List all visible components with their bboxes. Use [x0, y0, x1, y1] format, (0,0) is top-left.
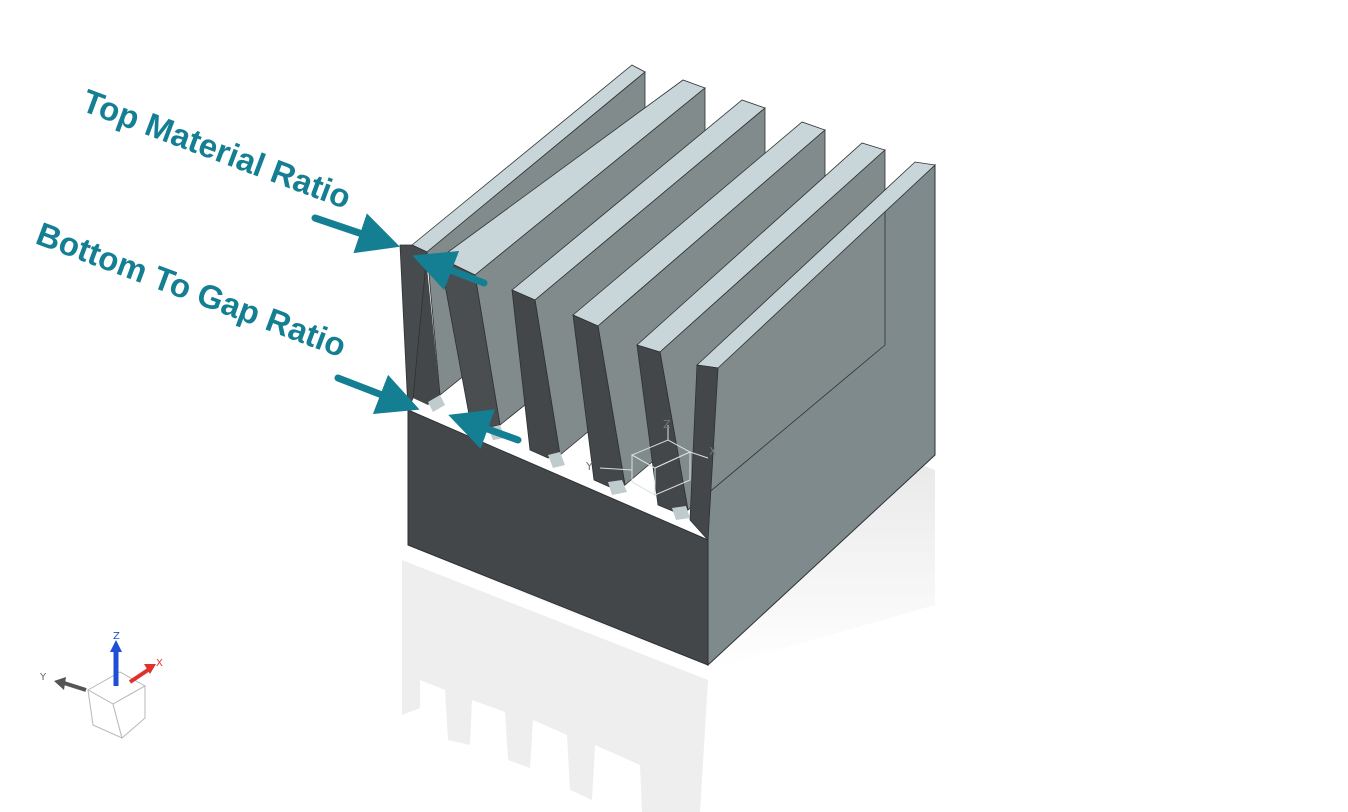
model-csys-z-label: Z	[663, 418, 671, 431]
bottom-gap-arrow-2	[448, 409, 522, 449]
triad-x-label: X	[156, 658, 163, 669]
callout-arrows	[311, 213, 522, 449]
heat-sink-model[interactable]	[399, 64, 936, 667]
top-material-ratio-label: Top Material Ratio	[78, 82, 357, 216]
top-material-arrow-1	[311, 213, 400, 254]
triad-z-arrowhead	[110, 640, 122, 652]
base-front-face	[407, 409, 709, 666]
model-csys-y-label: Y	[585, 460, 593, 473]
triad-y-label: Y	[39, 672, 47, 683]
triad-z-label: Z	[113, 631, 120, 642]
model-csys	[599, 425, 709, 496]
triad-y-arrowhead	[54, 677, 66, 690]
triad-y-axis	[63, 681, 87, 692]
bottom-gap-arrow-1	[334, 374, 420, 415]
bottom-to-gap-ratio-label: Bottom To Gap Ratio	[32, 215, 352, 364]
view-triad[interactable]: Z X Y	[39, 631, 163, 739]
fin-5	[636, 142, 886, 513]
triad-x-arrowhead	[144, 664, 156, 674]
triad-x-axis	[128, 668, 150, 684]
top-material-arrow-2	[412, 250, 488, 291]
fin-6	[689, 161, 936, 541]
model-csys-x-label: X	[709, 445, 717, 458]
